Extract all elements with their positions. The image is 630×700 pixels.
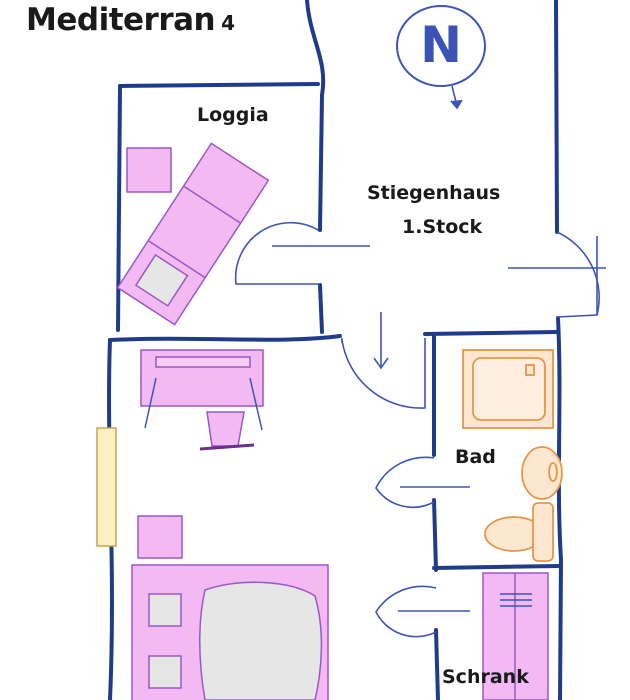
door-entrance: [556, 231, 600, 318]
doors: [234, 221, 606, 638]
door-bath: [375, 456, 435, 509]
wall-bath-left-low: [434, 628, 440, 700]
room-label-floor: 1.Stock: [402, 216, 483, 238]
wall-mid-horizontal-right: [423, 330, 558, 336]
sun-lounger: [116, 142, 270, 326]
door-bedroom: [341, 338, 426, 409]
desk-top-bar: [155, 356, 251, 368]
bedroom-window: [96, 427, 117, 547]
closet-wardrobe: [482, 572, 549, 700]
loggia-furniture: [116, 142, 270, 326]
plan-title-name: Mediterran: [26, 2, 216, 38]
wall-bath-closet-divider: [432, 564, 560, 570]
room-label-loggia: Loggia: [197, 104, 269, 126]
bed-pillow-2: [148, 655, 182, 689]
bed-pillow-1: [148, 593, 182, 627]
bed-sheet: [199, 581, 323, 700]
wall-loggia-right: [305, 0, 326, 232]
room-label-closet: Schrank: [442, 666, 529, 688]
room-label-staircase: Stiegenhaus: [367, 182, 501, 204]
bedroom-furniture: [131, 349, 329, 700]
arrows: [373, 85, 463, 370]
walls: [107, 0, 563, 700]
sink-tap: [548, 462, 558, 482]
shower-drain: [525, 364, 535, 376]
desk-chair-base: [199, 443, 255, 451]
loggia-side-table: [126, 147, 172, 193]
sun-lounger-pillow: [134, 253, 189, 307]
plan-title-number: 4: [221, 11, 235, 35]
compass-north-letter: N: [420, 16, 462, 74]
sink: [521, 446, 563, 500]
compass-circle: [396, 5, 486, 87]
room-label-bath: Bad: [455, 446, 496, 468]
door-closet: [375, 585, 437, 638]
arrow-bedroom-head: [373, 357, 389, 370]
door-loggia: [234, 221, 320, 285]
wall-right-lower: [556, 316, 563, 700]
wall-bath-left-mid: [432, 498, 438, 572]
wall-top-left: [118, 82, 320, 88]
toilet-tank: [532, 502, 554, 562]
wall-mid-horizontal: [108, 334, 342, 342]
nightstand: [137, 515, 183, 559]
desk-chair: [206, 411, 245, 447]
wall-loggia-left: [116, 84, 122, 332]
wall-loggia-right-lower: [318, 283, 324, 334]
bath-fixtures: [462, 349, 563, 562]
wall-stair-right: [554, 0, 559, 234]
compass-arrow-head: [450, 99, 463, 110]
